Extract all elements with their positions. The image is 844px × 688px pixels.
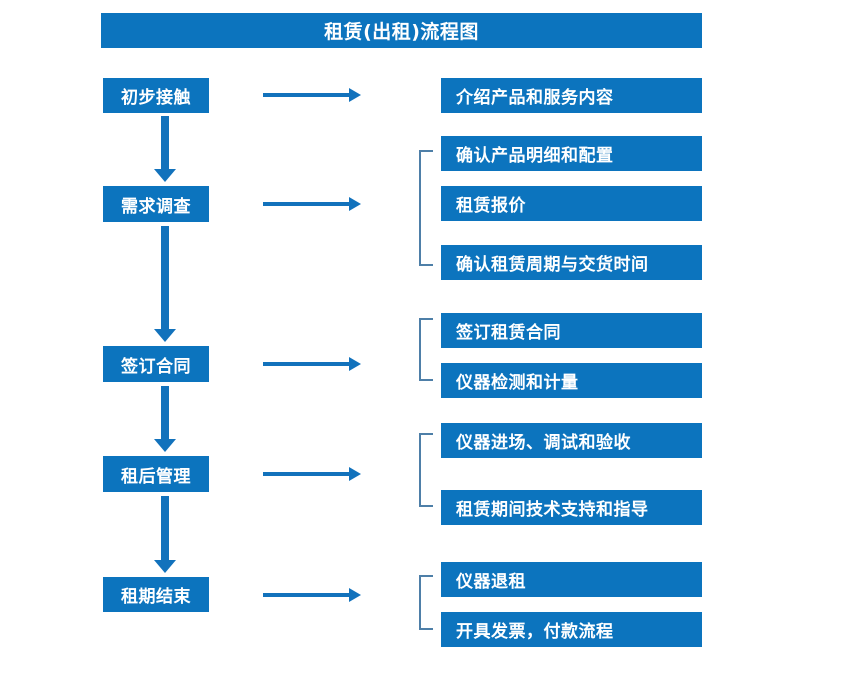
vertical-arrow-1: [154, 116, 176, 182]
detail-box-4[interactable]: 确认租赁周期与交货时间: [441, 245, 702, 280]
stage-box-2[interactable]: 需求调查: [103, 186, 209, 222]
stage-box-4[interactable]: 租后管理: [103, 456, 209, 492]
horizontal-arrow-2: [263, 196, 361, 212]
detail-box-3[interactable]: 租赁报价: [441, 186, 702, 221]
group-bracket-3: [419, 433, 433, 507]
group-bracket-2: [419, 318, 433, 381]
page-title: 租赁(出租)流程图: [101, 13, 702, 48]
stage-box-5[interactable]: 租期结束: [103, 577, 209, 612]
horizontal-arrow-1: [263, 87, 361, 103]
detail-box-10[interactable]: 开具发票，付款流程: [441, 612, 702, 647]
horizontal-arrow-5: [263, 587, 361, 603]
detail-box-8[interactable]: 租赁期间技术支持和指导: [441, 490, 702, 525]
vertical-arrow-4: [154, 496, 176, 573]
stage-box-1[interactable]: 初步接触: [103, 78, 209, 113]
vertical-arrow-3: [154, 386, 176, 452]
detail-box-7[interactable]: 仪器进场、调试和验收: [441, 423, 702, 458]
detail-box-9[interactable]: 仪器退租: [441, 562, 702, 597]
horizontal-arrow-3: [263, 356, 361, 372]
group-bracket-1: [419, 150, 433, 266]
vertical-arrow-2: [154, 226, 176, 342]
detail-box-6[interactable]: 仪器检测和计量: [441, 363, 702, 398]
detail-box-5[interactable]: 签订租赁合同: [441, 313, 702, 348]
horizontal-arrow-4: [263, 466, 361, 482]
group-bracket-4: [419, 575, 433, 630]
stage-box-3[interactable]: 签订合同: [103, 346, 209, 382]
detail-box-1[interactable]: 介绍产品和服务内容: [441, 78, 702, 113]
detail-box-2[interactable]: 确认产品明细和配置: [441, 136, 702, 171]
